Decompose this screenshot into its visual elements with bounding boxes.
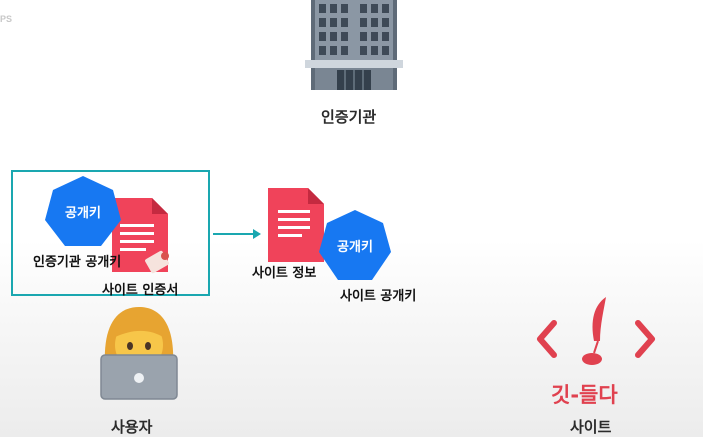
site-label: 사이트 (570, 418, 612, 436)
site-info-label: 사이트 정보 (252, 266, 317, 281)
corner-watermark: PS (0, 14, 13, 24)
certificate-box (11, 170, 210, 296)
arrow-icon (213, 229, 261, 239)
public-key-badge-icon: 공개키 (45, 176, 121, 246)
site-brand-text: 깃-들다 (551, 383, 618, 407)
site-public-key-label: 사이트 공개키 (340, 289, 417, 304)
authority-label: 인증기관 (321, 108, 377, 126)
site-logo-icon (537, 297, 655, 365)
certificate-document-icon (112, 198, 168, 272)
building-icon (305, 0, 403, 90)
user-label: 사용자 (111, 418, 153, 436)
certificate-seal-icon (145, 250, 169, 274)
site-certificate-label: 사이트 인증서 (102, 283, 179, 298)
site-public-key-badge-text: 공개키 (337, 240, 373, 255)
user-icon (100, 307, 178, 400)
site-info-document-icon (268, 188, 324, 262)
site-public-key-badge-icon: 공개키 (319, 210, 391, 280)
public-key-badge-text: 공개키 (65, 206, 101, 221)
authority-public-key-label: 인증기관 공개키 (33, 255, 122, 270)
